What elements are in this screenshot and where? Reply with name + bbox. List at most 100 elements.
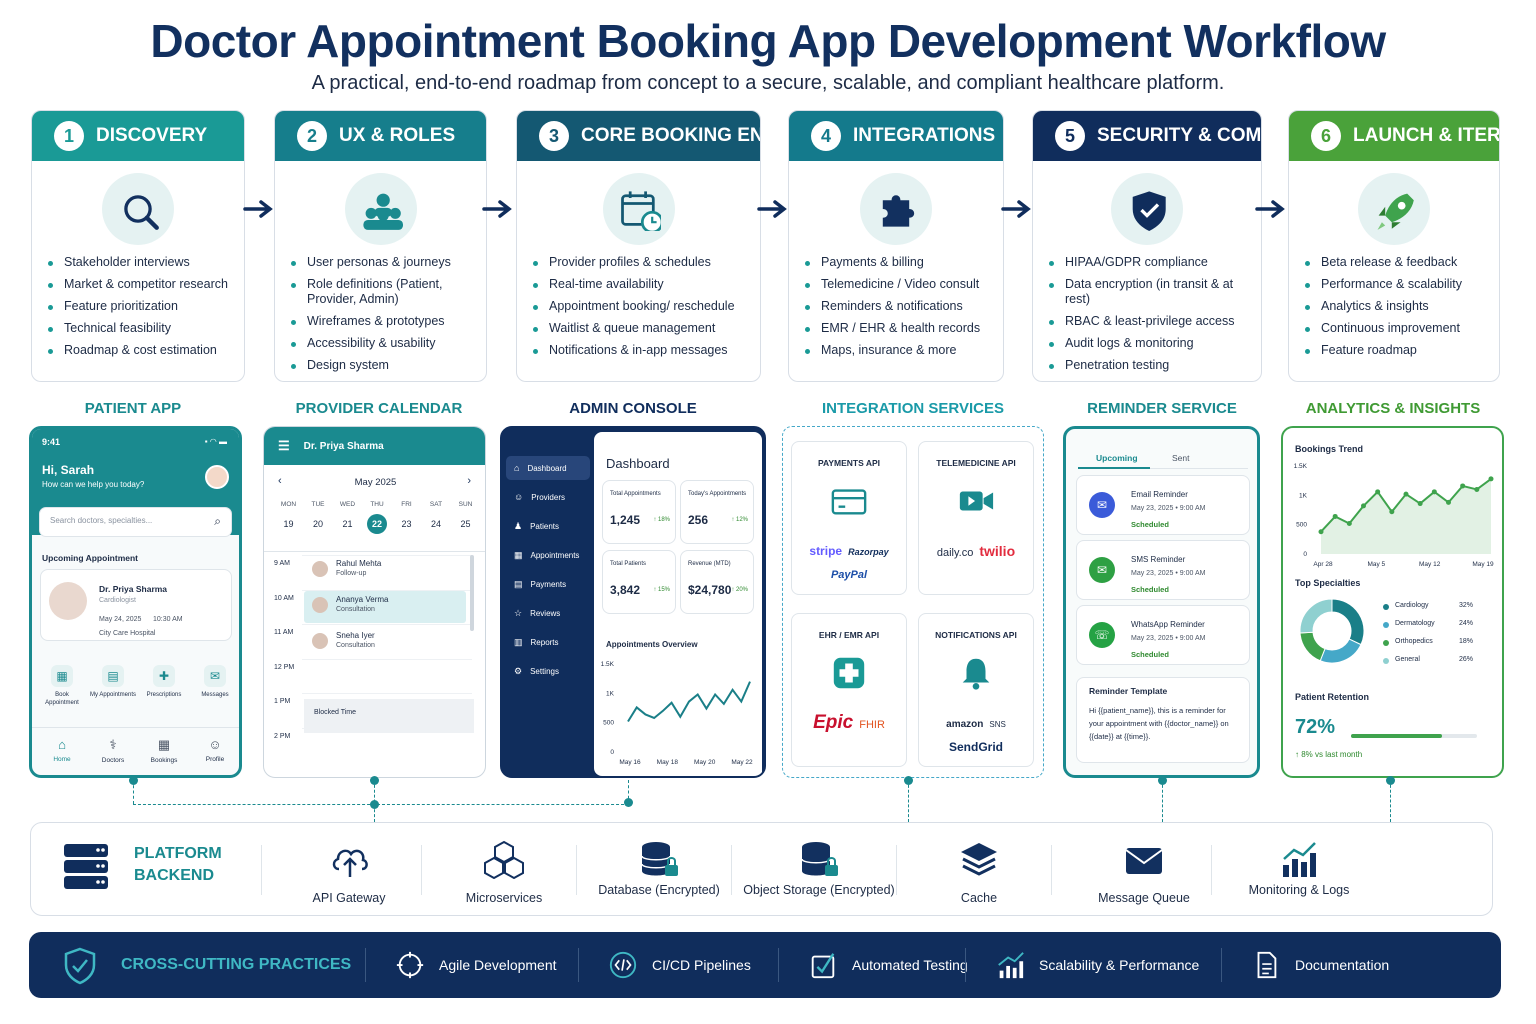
y-tick-label: 1.5K — [601, 661, 615, 668]
admin-console-title: ADMIN CONSOLE — [569, 400, 697, 417]
avatar[interactable] — [205, 465, 229, 489]
quick-action-3[interactable]: ✉Messages — [191, 665, 239, 699]
menu-icon[interactable]: ☰ — [278, 438, 290, 453]
stage-item: EMR / EHR & health records — [805, 321, 993, 336]
quick-action-1[interactable]: ▤My Appointments — [89, 665, 137, 699]
analytics-title: ANALYTICS & INSIGHTS — [1305, 400, 1481, 417]
admin-menu-label: Payments — [530, 579, 567, 589]
prev-month-icon[interactable]: ‹ — [278, 475, 282, 487]
admin-menu-appointments[interactable]: ▦Appointments — [506, 543, 590, 567]
data-point — [1431, 489, 1437, 495]
backend-microservices: Microservices — [429, 823, 579, 917]
stage-item: Wireframes & prototypes — [291, 314, 476, 329]
reminder-datetime: May 23, 2025 • 9:00 AM — [1131, 505, 1206, 512]
next-month-icon[interactable]: › — [467, 475, 471, 487]
sms-icon: ✉ — [1089, 557, 1115, 583]
retention-value: 72% — [1295, 716, 1336, 738]
legend-swatch — [1383, 640, 1389, 646]
admin-sidebar: ⌂Dashboard ☺Providers ♟Patients ▦Appointmen… — [506, 456, 592, 716]
admin-menu-dashboard[interactable]: ⌂Dashboard — [506, 456, 590, 480]
stat-label: Revenue (MTD) — [688, 561, 731, 567]
admin-menu-label: Reviews — [530, 608, 561, 618]
stage-title: INTEGRATIONS — [853, 125, 996, 146]
y-tick-label: 1K — [1299, 492, 1308, 499]
stage-item: Accessibility & usability — [291, 336, 476, 351]
day-name: TUE — [311, 501, 325, 508]
quick-action-2[interactable]: ✚Prescriptions — [140, 665, 188, 699]
data-point — [1417, 501, 1423, 507]
admin-menu-reports[interactable]: ▥Reports — [506, 630, 590, 654]
patient-name: Rahul Mehta — [336, 559, 382, 568]
stage-icon-bg — [860, 173, 932, 245]
admin-menu-label: Settings — [530, 666, 559, 676]
series-line — [627, 681, 751, 723]
admin-menu-settings[interactable]: ⚙Settings — [506, 659, 590, 683]
integration-title: PAYMENTS API — [817, 458, 881, 468]
nav-home[interactable]: ⌂Home — [38, 737, 86, 763]
stage-item: Market & competitor research — [48, 277, 234, 292]
reminder-title: WhatsApp Reminder — [1131, 620, 1205, 629]
practice-label: Automated Testing — [852, 957, 968, 973]
stat-value: 1,245 — [610, 513, 641, 527]
date: 23 — [401, 519, 412, 529]
practice-label: Documentation — [1295, 957, 1390, 973]
admin-menu-payments[interactable]: ▤Payments — [506, 572, 590, 596]
provider-header: ☰ Dr. Priya Sharma — [264, 427, 485, 465]
quick-action-0[interactable]: ▦Book Appointment — [38, 665, 86, 707]
scrollbar[interactable] — [470, 555, 474, 631]
nav-doctors[interactable]: ⚕Doctors — [89, 737, 137, 764]
legend-label: Orthopedics — [1395, 638, 1433, 645]
legend-label: Cardiology — [1395, 602, 1429, 609]
chat-bubble-icon: ✉ — [1089, 492, 1115, 518]
search-input[interactable]: Search doctors, specialties... ⌕ — [39, 507, 232, 537]
quick-actions: ▦Book Appointment▤My Appointments✚Prescr… — [38, 665, 236, 715]
date: 21 — [342, 519, 353, 529]
area-fill — [1321, 478, 1491, 554]
appointment-card[interactable]: Dr. Priya Sharma Cardiologist May 24, 20… — [40, 569, 232, 641]
data-point — [1332, 513, 1338, 519]
tab-upcoming[interactable]: Upcoming — [1096, 453, 1138, 463]
cross-cutting-practices: CROSS-CUTTING PRACTICES Agile Developmen… — [29, 932, 1501, 998]
document-icon — [1257, 951, 1277, 979]
tab-sent[interactable]: Sent — [1172, 453, 1190, 463]
data-point — [1346, 520, 1352, 526]
x-tick-label: May 16 — [619, 759, 641, 766]
retention-title: Patient Retention — [1295, 692, 1370, 702]
stage-item: User personas & journeys — [291, 255, 476, 270]
nav-bookings[interactable]: ▦Bookings — [140, 737, 188, 764]
stage-item: HIPAA/GDPR compliance — [1049, 255, 1251, 270]
data-point — [1474, 486, 1480, 492]
reminder-template-card[interactable]: Reminder Template Hi {{patient_name}}, t… — [1076, 677, 1250, 763]
quick-action-label: Book Appointment — [45, 692, 79, 706]
nav-profile[interactable]: ☺Profile — [191, 737, 239, 763]
stage-item: Provider profiles & schedules — [533, 255, 750, 270]
admin-menu-providers[interactable]: ☺Providers — [506, 485, 590, 509]
practice-scalability-performance: Scalability & Performance — [995, 932, 1199, 998]
admin-menu-reviews[interactable]: ☆Reviews — [506, 601, 590, 625]
reminder-status: Scheduled — [1131, 585, 1169, 594]
admin-menu-patients[interactable]: ♟Patients — [506, 514, 590, 538]
